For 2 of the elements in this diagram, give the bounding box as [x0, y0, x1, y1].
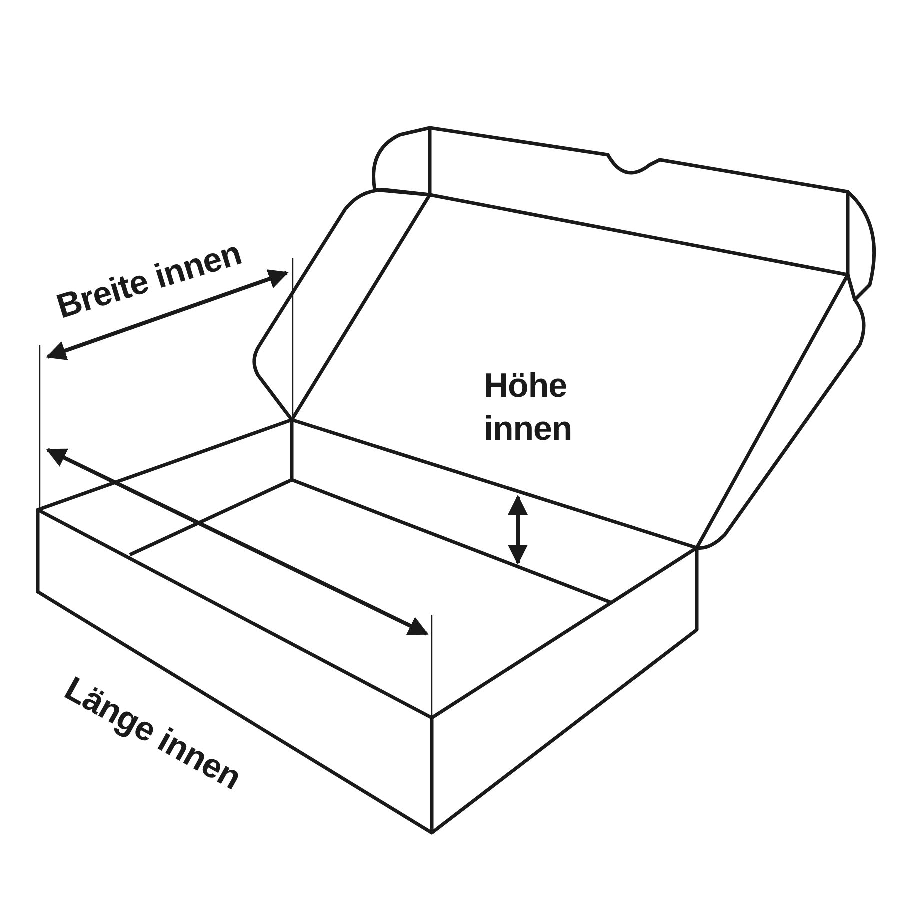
dimension-label: Breite innen: [52, 233, 247, 328]
dimension-label: Höhe innen: [484, 366, 574, 450]
